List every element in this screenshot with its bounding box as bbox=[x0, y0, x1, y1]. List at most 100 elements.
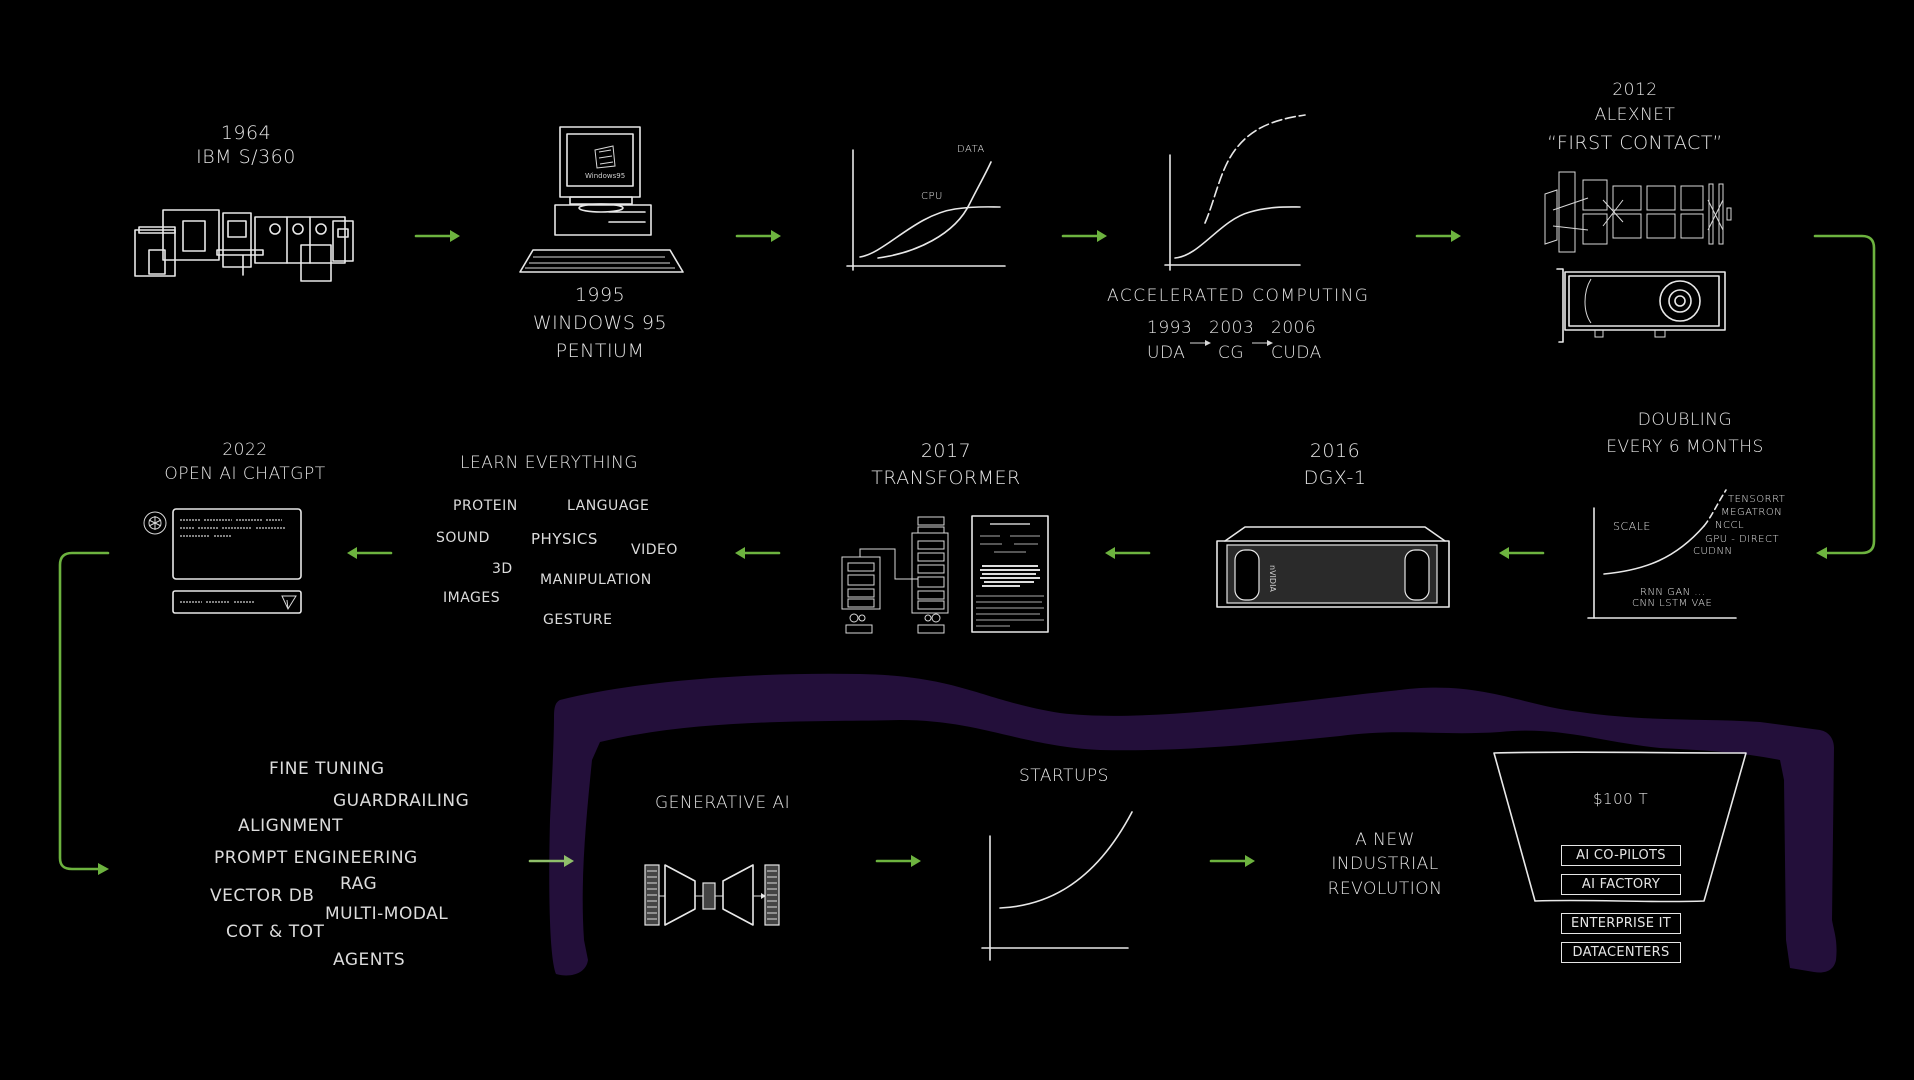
chat-input-icon bbox=[172, 590, 302, 614]
learn-word-protein: PROTEIN bbox=[453, 498, 518, 514]
send-icon bbox=[281, 595, 297, 611]
transformer-label: 2017 TRANSFORMER bbox=[866, 440, 1026, 491]
learn-word-gesture: GESTURE bbox=[543, 612, 613, 628]
alexnet-name: ALEXNET bbox=[1594, 105, 1676, 126]
timeline-name-2: CG bbox=[1218, 343, 1245, 363]
technique-alignment: ALIGNMENT bbox=[238, 816, 344, 836]
timeline-year-2: 2003 bbox=[1209, 318, 1255, 338]
timeline-arrow-2 bbox=[1252, 340, 1273, 346]
cpu-vs-data-chart-icon bbox=[846, 149, 1006, 271]
technique-multi-modal: MULTI-MODAL bbox=[325, 904, 449, 924]
connector-right-down bbox=[1813, 234, 1876, 559]
learn-word-physics: PHYSICS bbox=[531, 530, 598, 548]
timeline-year-1: 1993 bbox=[1147, 318, 1193, 338]
scaling-chart-icon bbox=[1587, 489, 1737, 619]
arrow-right-6 bbox=[875, 855, 921, 867]
dgx-year: 2016 bbox=[1309, 440, 1361, 462]
software-stack-list: TENSORRT MEGATRON NCCL GPU - DIRECT CUDN… bbox=[1693, 494, 1820, 594]
funnel-item-ai-factory: AI FACTORY bbox=[1561, 874, 1681, 895]
stack-item: TENSORRT bbox=[1728, 494, 1786, 505]
ibm-label: 1964 IBM S/360 bbox=[186, 122, 306, 170]
technique-rag: RAG bbox=[340, 874, 378, 894]
mainframe-icon bbox=[134, 209, 354, 282]
dgx-server-icon: nVIDIA bbox=[1216, 526, 1450, 608]
gpu-card-icon bbox=[1556, 268, 1726, 343]
arrow-right-2 bbox=[735, 230, 781, 242]
alexnet-quote: “FIRST CONTACT” bbox=[1547, 131, 1723, 154]
funnel-value: $100 T bbox=[1593, 790, 1649, 808]
learn-title: LEARN EVERYTHING bbox=[460, 453, 639, 473]
learn-word-video: VIDEO bbox=[631, 542, 678, 558]
chatgpt-label: 2022 OPEN AI CHATGPT bbox=[160, 440, 330, 486]
technique-guardrailing: GUARDRAILING bbox=[333, 791, 470, 811]
svg-text:Windows95: Windows95 bbox=[585, 172, 625, 180]
timeline-name-1: UDA bbox=[1147, 343, 1186, 363]
win95-label: 1995 WINDOWS 95 PENTIUM bbox=[520, 284, 680, 363]
doubling-line2: EVERY 6 MONTHS bbox=[1606, 437, 1764, 458]
stack-item: NCCL bbox=[1715, 520, 1745, 531]
learn-word-language: LANGUAGE bbox=[567, 498, 650, 514]
transformer-architecture-icon bbox=[841, 516, 949, 634]
accelerated-curve-chart-icon bbox=[1164, 114, 1306, 271]
technique-fine-tuning: FINE TUNING bbox=[269, 759, 385, 779]
learn-word-images: IMAGES bbox=[443, 590, 501, 606]
funnel-item-ai-copilots: AI CO-PILOTS bbox=[1561, 845, 1681, 866]
transformer-year: 2017 bbox=[920, 440, 972, 462]
arrow-right-1 bbox=[414, 230, 460, 242]
timeline-year-3: 2006 bbox=[1271, 318, 1317, 338]
autoencoder-icon bbox=[644, 864, 780, 926]
connector-left-down bbox=[58, 551, 110, 875]
nvidia-logo-text: nVIDIA bbox=[1268, 565, 1277, 592]
win95-cpu: PENTIUM bbox=[555, 339, 645, 362]
accel-title: ACCELERATED COMPUTING bbox=[1107, 286, 1370, 306]
arrow-left-1 bbox=[1499, 547, 1545, 559]
stack-item: GPU - DIRECT bbox=[1705, 534, 1780, 545]
alexnet-year: 2012 bbox=[1612, 80, 1658, 100]
openai-logo-icon bbox=[143, 511, 167, 535]
chatgpt-year: 2022 bbox=[222, 440, 268, 460]
learn-word-sound: SOUND bbox=[436, 530, 490, 546]
revolution-line2: INDUSTRIAL bbox=[1331, 854, 1439, 875]
transformer-name: TRANSFORMER bbox=[871, 466, 1021, 489]
accel-timeline: 1993 UDA 2003 CG 2006 CUDA bbox=[1143, 318, 1333, 364]
exponential-growth-chart-icon bbox=[981, 811, 1133, 961]
arrow-left-4 bbox=[347, 547, 393, 559]
chatgpt-name: OPEN AI CHATGPT bbox=[164, 464, 326, 485]
dgx-name: DGX-1 bbox=[1303, 466, 1367, 489]
doubling-label: DOUBLING EVERY 6 MONTHS bbox=[1585, 410, 1785, 459]
funnel-item-datacenters: DATACENTERS bbox=[1561, 942, 1681, 963]
ibm-year: 1964 bbox=[220, 122, 272, 144]
arrow-left-2 bbox=[1105, 547, 1151, 559]
funnel-icon bbox=[1493, 751, 1747, 903]
alexnet-diagram-icon bbox=[1544, 171, 1732, 253]
arrow-right-7 bbox=[1209, 855, 1255, 867]
arrow-right-5 bbox=[528, 855, 574, 867]
doubling-line1: DOUBLING bbox=[1637, 410, 1733, 430]
technique-prompt-engineering: PROMPT ENGINEERING bbox=[214, 848, 418, 868]
funnel-item-enterprise-it: ENTERPRISE IT bbox=[1561, 913, 1681, 934]
genai-title: GENERATIVE AI bbox=[655, 793, 791, 813]
arrow-left-3 bbox=[735, 547, 781, 559]
technique-cot-tot: COT & TOT bbox=[226, 922, 325, 942]
desktop-computer-icon: Windows95 bbox=[519, 126, 684, 273]
arrow-right-4 bbox=[1415, 230, 1461, 242]
scale-label: SCALE bbox=[1613, 520, 1651, 533]
stack-item: CUDNN bbox=[1693, 546, 1733, 557]
models-line2: CNN LSTM VAE bbox=[1632, 598, 1713, 609]
revolution-line1: A NEW bbox=[1355, 830, 1415, 850]
timeline-arrow-1 bbox=[1190, 340, 1211, 346]
startups-title: STARTUPS bbox=[1019, 766, 1109, 786]
stack-item: MEGATRON bbox=[1721, 507, 1783, 518]
dgx-label: 2016 DGX-1 bbox=[1290, 440, 1380, 491]
revolution-label: A NEW INDUSTRIAL REVOLUTION bbox=[1310, 830, 1460, 900]
timeline-name-3: CUDA bbox=[1271, 343, 1322, 363]
win95-os: WINDOWS 95 bbox=[532, 311, 668, 334]
technique-vector-db: VECTOR DB bbox=[210, 886, 315, 906]
data-series-label: DATA bbox=[957, 144, 985, 155]
chat-window-icon bbox=[172, 508, 302, 580]
arrow-right-3 bbox=[1061, 230, 1107, 242]
research-paper-icon bbox=[971, 515, 1049, 633]
learn-word-3d: 3D bbox=[492, 561, 513, 577]
alexnet-label: 2012 ALEXNET “FIRST CONTACT” bbox=[1540, 80, 1730, 155]
